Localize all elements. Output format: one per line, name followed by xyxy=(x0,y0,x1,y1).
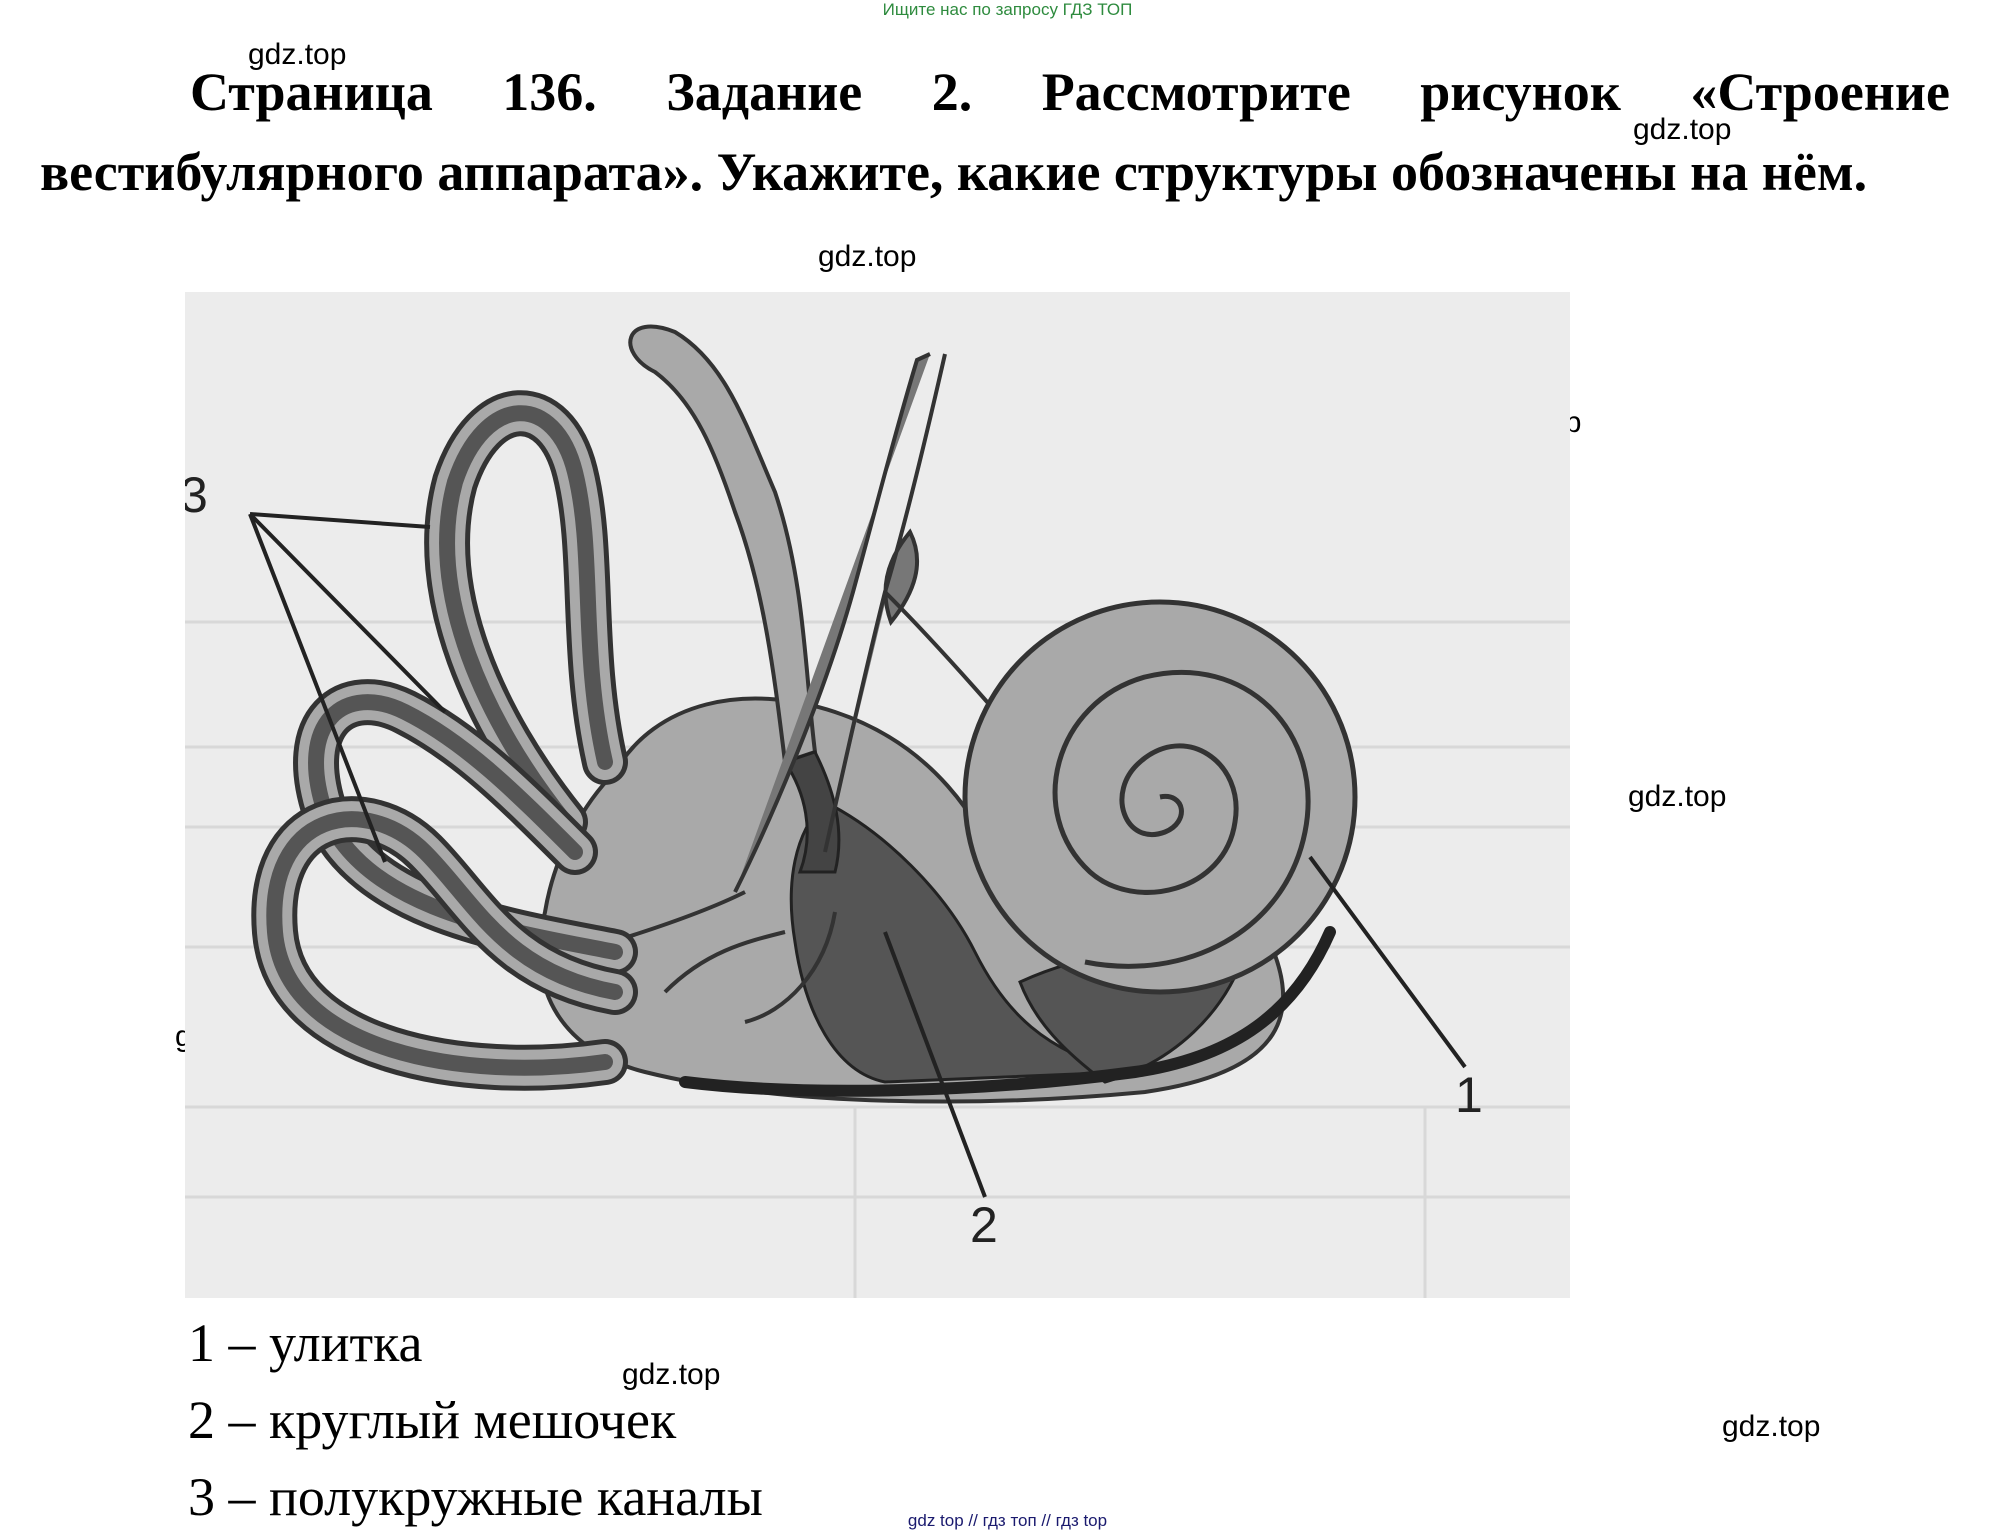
footer-links: gdz top // гдз топ // гдз top xyxy=(907,1511,1108,1530)
answer-item: 2 – круглый мешочек xyxy=(188,1390,677,1450)
anterior-canal-duct xyxy=(439,405,613,830)
watermark: gdz.top xyxy=(248,38,347,71)
watermark: gdz.top xyxy=(622,1358,721,1391)
endolymphatic-duct xyxy=(628,324,818,765)
nerve-branches xyxy=(594,590,1067,1024)
label-2: 2 xyxy=(970,1197,998,1253)
label-1-pointer xyxy=(1308,855,1467,1069)
watermark: gdz.top xyxy=(1722,1410,1821,1443)
answer-list: 1 – улитка 2 – круглый мешочек 3 – полук… xyxy=(188,1305,763,1536)
label-1: 1 xyxy=(1455,1067,1483,1123)
vestibular-apparatus-figure: 3 2 1 xyxy=(185,292,1570,1298)
cochlea-spiral-line xyxy=(1052,669,1311,969)
watermark: gdz.top xyxy=(1628,780,1727,813)
label-2-pointer xyxy=(883,931,987,1198)
label-3-pointers xyxy=(248,512,447,863)
label-3: 3 xyxy=(185,467,208,523)
search-hint: Ищите нас по запросу ГДЗ ТОП xyxy=(882,0,1133,19)
answer-item: 3 – полукружные каналы xyxy=(188,1467,763,1527)
answer-item: 1 – улитка xyxy=(188,1313,423,1373)
watermark: gdz.top xyxy=(1633,113,1732,146)
cochlear-duct xyxy=(679,926,1336,1097)
watermark: gdz.top xyxy=(818,240,917,273)
lateral-canal-duct xyxy=(266,811,623,1076)
task-heading: Страница 136. Задание 2. Рассмотрите рис… xyxy=(40,62,1950,202)
inner-ear-diagram: 3 2 1 xyxy=(185,292,1570,1298)
